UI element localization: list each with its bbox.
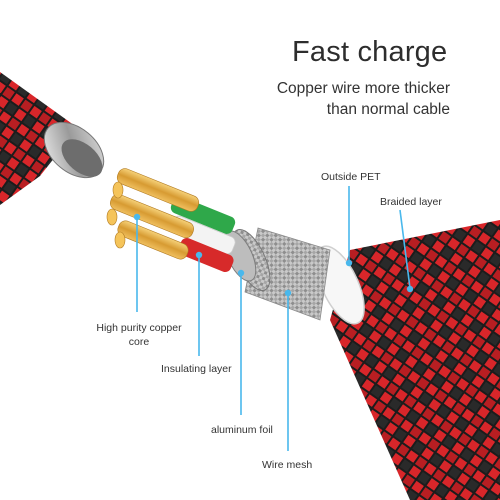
label-insulating-layer: Insulating layer — [161, 363, 232, 375]
callout-dot-braid — [406, 285, 414, 293]
label-braided-layer: Braided layer — [380, 196, 442, 208]
label-copper-core-line-1: High purity copper — [96, 322, 182, 334]
callout-dot-mesh — [284, 289, 292, 297]
page-subtitle: Copper wire more thicker than normal cab… — [220, 78, 450, 120]
label-copper-core: High purity copper core — [91, 321, 187, 349]
callout-dot-core — [133, 213, 141, 221]
callout-lines — [133, 186, 414, 451]
callout-dot-insulating — [195, 251, 203, 259]
page-title: Fast charge — [292, 36, 448, 68]
label-outside-pet: Outside PET — [321, 171, 381, 183]
label-copper-core-line-2: core — [128, 336, 150, 348]
left-cable-segment — [0, 72, 105, 205]
copper-cores — [106, 168, 200, 260]
subtitle-line-2: than normal cable — [326, 101, 450, 118]
label-wire-mesh: Wire mesh — [262, 459, 313, 471]
callout-dot-pet — [345, 259, 353, 267]
callout-dot-foil — [237, 269, 245, 277]
callout-line-braid — [399, 209, 411, 289]
label-aluminum-foil: aluminum foil — [211, 424, 273, 436]
subtitle-line-1: Copper wire more thicker — [276, 80, 450, 97]
right-cable-segment — [315, 220, 500, 500]
